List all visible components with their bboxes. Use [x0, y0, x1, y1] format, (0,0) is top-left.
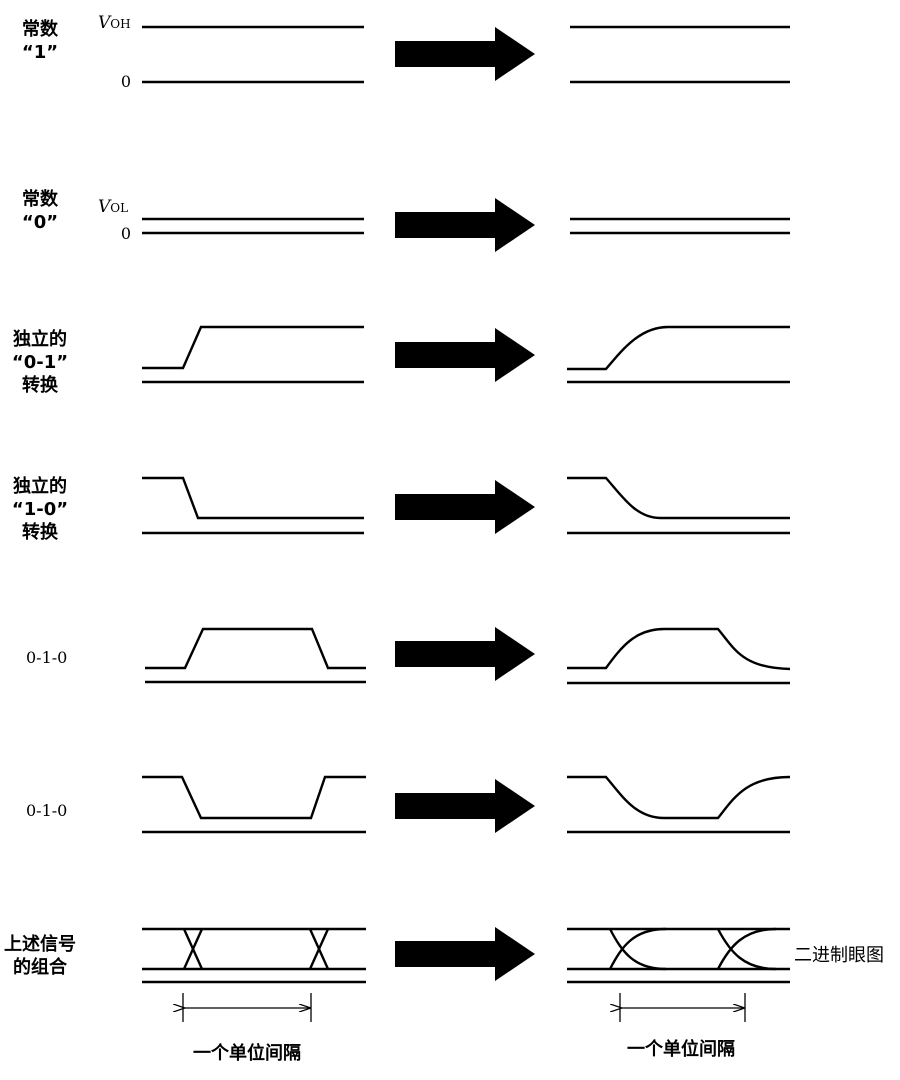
row-combined-waveform [142, 927, 366, 984]
row-label-line: “0” [21, 212, 59, 233]
transform-arrow [395, 627, 535, 681]
row-label-line: 转换 [22, 522, 58, 543]
row-label-line: “1-0” [11, 499, 69, 520]
row-label-line: 常数 [22, 19, 58, 40]
row-rise-waveform [142, 325, 364, 384]
row-label-line: 上述信号 [4, 934, 76, 955]
tick-zero-const0: 0 [120, 224, 131, 243]
row-rise-output [567, 325, 790, 384]
row-const1-waveform [142, 25, 364, 84]
tick-voh: VOH [98, 13, 131, 33]
row-label-pulse-low: 0-1-0 [26, 801, 68, 820]
row-combined-eye-output [567, 927, 790, 984]
unit-interval-label-left: 一个单位间隔 [193, 1043, 301, 1064]
tick-voh-subscript: OH [110, 17, 131, 31]
transform-arrow [395, 27, 535, 81]
transform-arrow [395, 328, 535, 382]
transform-arrow [395, 480, 535, 534]
row-label-line: 常数 [22, 189, 58, 210]
row-const0-waveform [142, 217, 364, 235]
row-fall-output [567, 476, 790, 535]
unit-interval-right [620, 993, 746, 1022]
row-pulse-high-output [567, 627, 791, 685]
row-label-rise: 独立的 “0-1” 转换 [0, 328, 80, 397]
row-label-combined: 上述信号 的组合 [0, 933, 80, 979]
row-label-line: “1” [21, 42, 59, 63]
tick-vol-subscript: OL [110, 201, 129, 215]
row-pulse-high-waveform [145, 627, 366, 684]
row-fall-waveform [142, 476, 364, 535]
row-pulse-low-output [567, 775, 791, 834]
transform-arrow [395, 198, 535, 252]
row-label-fall: 独立的 “1-0” 转换 [0, 475, 80, 544]
row-label-line: 独立的 [13, 476, 67, 497]
tick-vol: VOL [98, 197, 128, 217]
row-label-line: 的组合 [13, 957, 67, 978]
eye-diagram-label: 二进制眼图 [794, 945, 884, 966]
transform-arrow [395, 927, 535, 981]
row-const0-output [570, 217, 790, 235]
row-label-const0: 常数 “0” [0, 188, 80, 234]
tick-vol-symbol: V [98, 197, 111, 217]
row-label-line: “0-1” [11, 352, 69, 373]
transform-arrow [395, 779, 535, 833]
row-label-const1: 常数 “1” [0, 18, 80, 64]
row-const1-output [570, 25, 790, 84]
row-label-line: 转换 [22, 375, 58, 396]
row-label-pulse-high: 0-1-0 [26, 648, 68, 667]
tick-voh-symbol: V [98, 13, 111, 33]
tick-zero-const1: 0 [120, 72, 131, 91]
unit-interval-left [183, 993, 312, 1022]
row-pulse-low-waveform [142, 775, 366, 834]
unit-interval-label-right: 一个单位间隔 [627, 1039, 735, 1060]
row-label-line: 独立的 [13, 329, 67, 350]
